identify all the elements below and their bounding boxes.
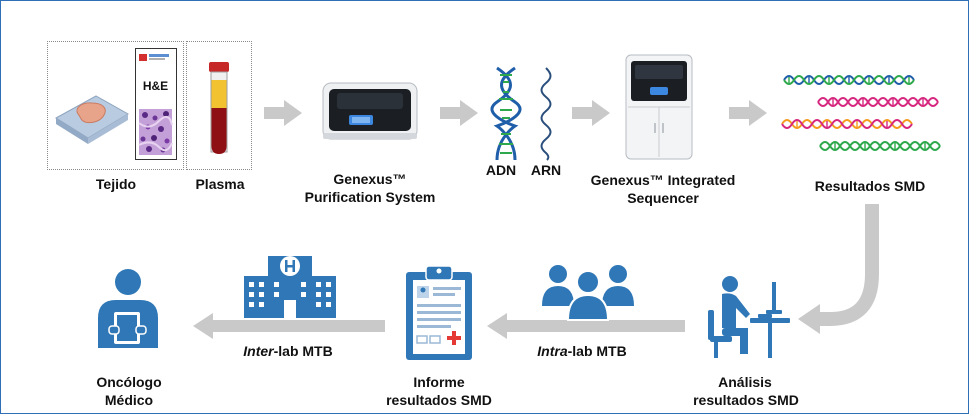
- smd-results-icon: [781, 75, 941, 151]
- he-slide-icon: H&E: [135, 48, 177, 160]
- plasma-label: Plasma: [195, 176, 245, 192]
- inter-rest: -lab MTB: [273, 343, 333, 359]
- curved-flow-arrow: [798, 204, 879, 334]
- adn-label: ADN: [485, 162, 517, 178]
- purification-instrument-icon: [322, 82, 418, 140]
- tissue-slide-icon: [55, 95, 129, 144]
- results-label: Resultados SMD: [814, 178, 926, 194]
- sequencer-label-line2: Sequencer: [627, 190, 699, 206]
- arn-label: ARN: [530, 162, 562, 178]
- hospital-icon: [244, 256, 336, 318]
- oncologist-label-line1: Oncólogo: [96, 374, 162, 390]
- analysis-label-line2: resultados SMD: [693, 392, 799, 408]
- flow-arrow-2: [440, 100, 478, 126]
- oncologist-label-line2: Médico: [104, 392, 154, 408]
- intra-lab-mtb-label: Intra-lab MTB: [524, 343, 640, 360]
- tejido-label: Tejido: [95, 176, 137, 192]
- dna-helix-icon: [490, 66, 522, 161]
- he-slide-label: H&E: [142, 79, 169, 93]
- flow-arrow-left-1: [487, 313, 685, 339]
- report-label-line1: Informe: [413, 374, 465, 390]
- analysis-label-line1: Análisis: [718, 374, 772, 390]
- flow-arrow-3: [572, 100, 610, 126]
- oncologist-icon: [98, 269, 158, 348]
- clipboard-report-icon: [406, 265, 472, 360]
- flow-arrow-1: [264, 100, 302, 126]
- inter-em: Inter: [243, 343, 274, 359]
- report-label-line2: resultados SMD: [386, 392, 492, 408]
- sequencer-instrument-icon: [625, 54, 693, 160]
- flow-arrow-left-2: [193, 313, 385, 339]
- flow-arrow-4: [729, 100, 767, 126]
- tissue-sample-box: [47, 41, 184, 170]
- sequencer-label-line1: Genexus™ Integrated: [590, 172, 736, 188]
- intra-rest: -lab MTB: [567, 343, 627, 359]
- plasma-sample-box: [186, 41, 252, 170]
- purification-label-line2: Purification System: [304, 189, 436, 205]
- analyst-workstation-icon: [708, 276, 790, 358]
- purification-label-line1: Genexus™: [333, 171, 407, 187]
- blood-tube-icon: [209, 62, 229, 154]
- team-group-icon: [542, 265, 634, 321]
- intra-em: Intra: [537, 343, 568, 359]
- inter-lab-mtb-label: Inter-lab MTB: [230, 343, 346, 360]
- rna-strand-icon: [540, 67, 552, 161]
